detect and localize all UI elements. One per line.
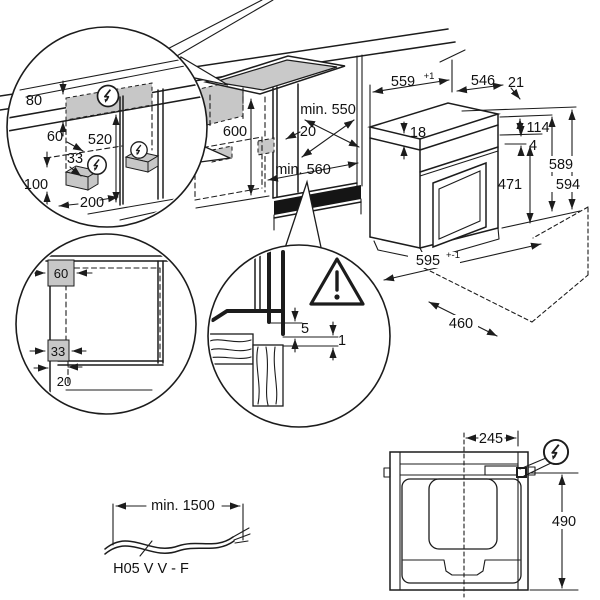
dim-niche-depth: min. 550 bbox=[300, 102, 356, 118]
hob-cutout bbox=[203, 55, 346, 129]
oven-rear-view: 245 490 bbox=[383, 430, 582, 598]
dim-rear-height: 490 bbox=[552, 514, 576, 530]
lightning-icon bbox=[96, 84, 120, 108]
lightning-icon bbox=[542, 438, 570, 466]
wood-blocks bbox=[210, 333, 284, 407]
dim-zone-33: 33 bbox=[67, 151, 83, 167]
oven-3d-view bbox=[367, 84, 501, 261]
cable-length-label: min. 1500 bbox=[151, 498, 215, 514]
dim-oven-width-front-tolerance: +-1 bbox=[446, 250, 460, 261]
dim-zone-60: 60 bbox=[47, 129, 63, 145]
terminal-strip bbox=[484, 465, 519, 476]
dim-zone-520: 520 bbox=[88, 132, 112, 148]
dim-niche-width: min. 560 bbox=[275, 162, 331, 178]
dim-oven-depth: 546 bbox=[471, 73, 495, 89]
warning-icon bbox=[309, 257, 365, 306]
dim-oven-width-top-tolerance: +1 bbox=[424, 71, 435, 82]
dim-zone-100: 100 bbox=[24, 177, 48, 193]
lightning-icon bbox=[87, 155, 107, 175]
oven-footprint-dashed bbox=[423, 206, 589, 323]
dim-oven-width-front: 595 bbox=[416, 253, 440, 269]
mains-cable: min. 1500 H05 V V - F bbox=[104, 498, 251, 577]
dim-oven-body-depth: 460 bbox=[449, 316, 473, 332]
detail-circle-front-zones: 60 33 20 bbox=[15, 233, 197, 415]
zone-33-square bbox=[47, 339, 70, 362]
dim-oven-width-top: 559 bbox=[391, 74, 415, 90]
detail-circle-connection-zones: 80 60 520 33 100 200 bbox=[6, 26, 208, 228]
oven-dimensions: 559 +1 546 21 18 114 4 471 589 594 595 +… bbox=[372, 71, 585, 337]
lightning-icon bbox=[130, 141, 148, 159]
dim-height-594: 594 bbox=[556, 177, 580, 193]
dim-zone-offset: 20 bbox=[300, 124, 316, 140]
dim-front-60: 60 bbox=[54, 266, 68, 281]
cable-type-label: H05 V V - F bbox=[113, 561, 189, 577]
niche-dimensions: 600 min. 550 20 min. 560 bbox=[223, 98, 360, 196]
dim-zone-200: 200 bbox=[80, 195, 104, 211]
dim-top-trim: 18 bbox=[410, 125, 426, 141]
dim-height-589: 589 bbox=[549, 157, 573, 173]
dim-gap-5: 5 bbox=[301, 321, 309, 337]
dim-niche-height: 600 bbox=[223, 124, 247, 140]
dim-zone-80: 80 bbox=[26, 93, 42, 109]
dim-gap-1: 1 bbox=[338, 333, 346, 349]
dim-terminal-offset: 245 bbox=[479, 431, 503, 447]
zone-60-square bbox=[47, 259, 75, 287]
dim-door-height: 471 bbox=[498, 177, 522, 193]
dim-rear-gap: 21 bbox=[508, 75, 524, 91]
dim-front-33: 33 bbox=[51, 344, 65, 359]
dim-panel-height: 114 bbox=[526, 120, 549, 136]
dim-trim-gap: 4 bbox=[529, 138, 537, 154]
detail-circle-rear-gap: 5 1 bbox=[207, 244, 391, 428]
plinth-vent-bar bbox=[274, 185, 361, 215]
dim-front-20: 20 bbox=[57, 374, 71, 389]
niche-connection-zone bbox=[257, 137, 275, 156]
